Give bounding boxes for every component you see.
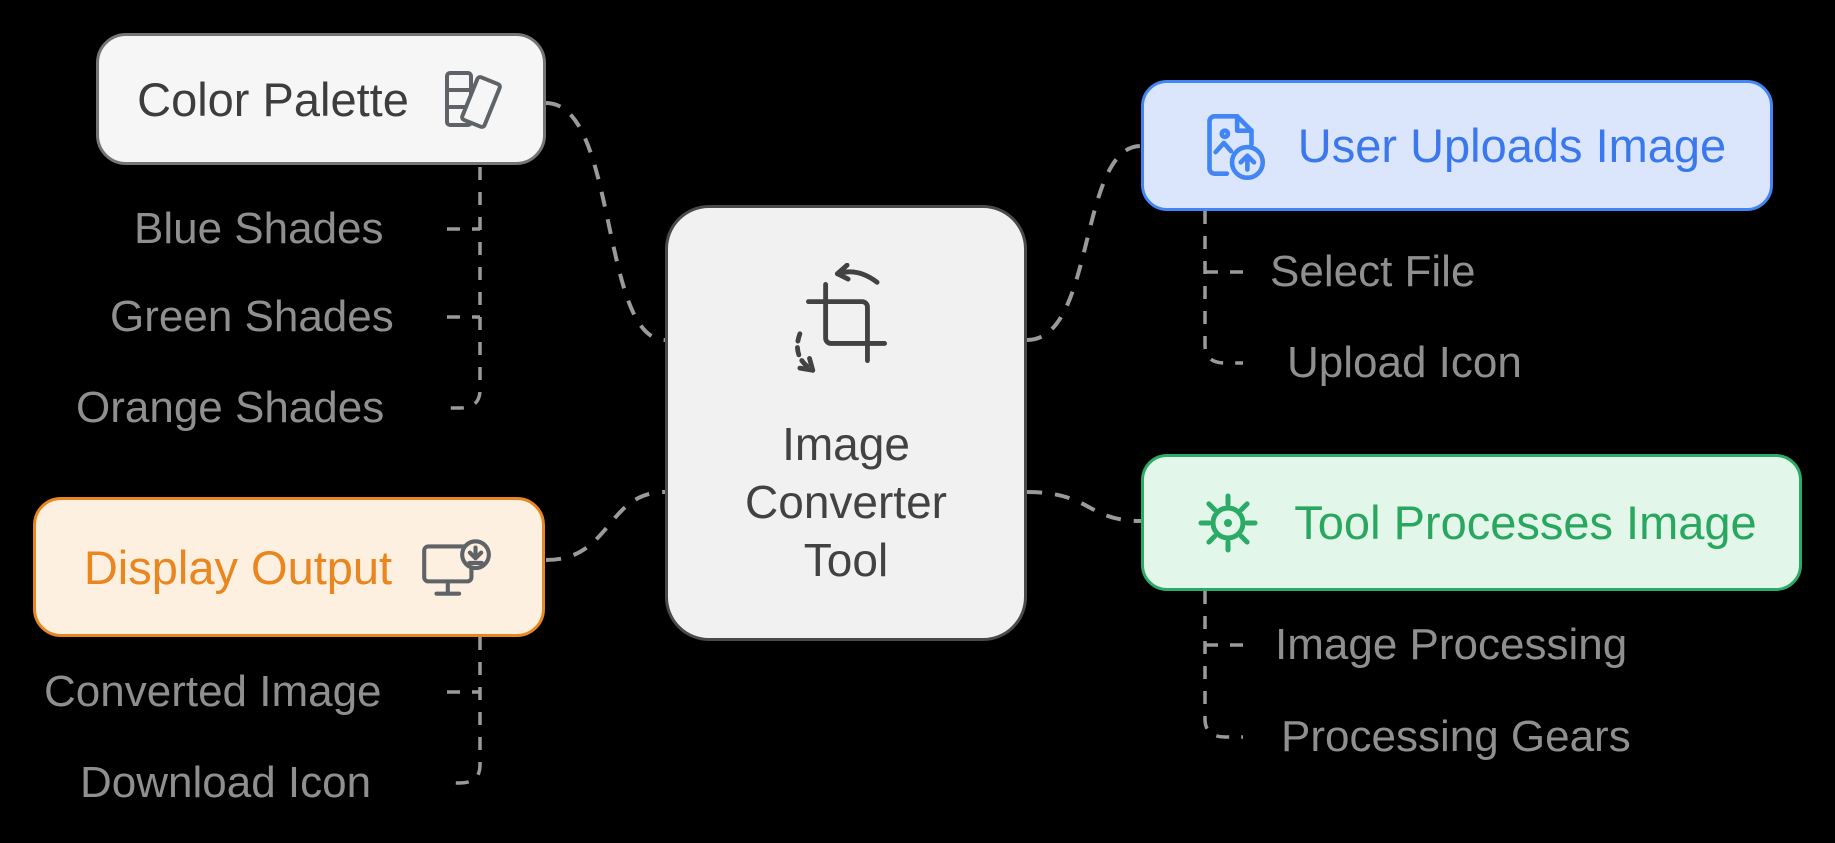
subitem-green-shades[interactable]: Green Shades bbox=[110, 292, 394, 341]
crop-rotate-icon bbox=[787, 263, 905, 381]
trunk-tool-processes bbox=[1203, 591, 1243, 739]
subitem-blue-shades[interactable]: Blue Shades bbox=[134, 204, 384, 253]
image-upload-icon bbox=[1188, 103, 1274, 189]
connector-palette-center bbox=[545, 101, 666, 342]
node-image-converter-tool-label: Image Converter Tool bbox=[745, 415, 947, 589]
node-image-converter-tool[interactable]: Image Converter Tool bbox=[665, 205, 1027, 641]
trunk-color-palette bbox=[444, 167, 482, 410]
gear-icon bbox=[1186, 481, 1270, 565]
connector-output-center bbox=[545, 490, 666, 562]
central-label-line-3: Tool bbox=[803, 534, 889, 586]
subitem-orange-shades[interactable]: Orange Shades bbox=[76, 383, 385, 432]
central-label-line-2: Converter bbox=[745, 476, 947, 528]
central-label-line-1: Image bbox=[782, 418, 910, 470]
node-user-uploads-image[interactable]: User Uploads Image bbox=[1141, 80, 1773, 211]
subitem-download-icon[interactable]: Download Icon bbox=[80, 758, 372, 807]
node-tool-processes-image[interactable]: Tool Processes Image bbox=[1141, 454, 1802, 591]
subitem-image-processing[interactable]: Image Processing bbox=[1275, 620, 1628, 669]
monitor-download-icon bbox=[416, 528, 494, 606]
node-display-output-label: Display Output bbox=[83, 540, 393, 594]
trunk-user-uploads bbox=[1203, 211, 1243, 365]
subitem-upload-icon[interactable]: Upload Icon bbox=[1287, 338, 1522, 387]
palette-icon bbox=[433, 63, 505, 135]
trunk-display-output bbox=[444, 637, 482, 785]
node-display-output[interactable]: Display Output bbox=[33, 497, 545, 637]
subitem-select-file[interactable]: Select File bbox=[1270, 247, 1476, 296]
connector-center-uploads bbox=[1026, 144, 1142, 342]
node-user-uploads-image-label: User Uploads Image bbox=[1297, 119, 1727, 172]
subitem-converted-image[interactable]: Converted Image bbox=[44, 667, 382, 716]
node-tool-processes-image-label: Tool Processes Image bbox=[1294, 496, 1757, 549]
connector-center-processes bbox=[1026, 490, 1142, 523]
subitem-processing-gears[interactable]: Processing Gears bbox=[1281, 712, 1631, 761]
node-color-palette[interactable]: Color Palette bbox=[96, 33, 546, 165]
node-color-palette-label: Color Palette bbox=[137, 72, 409, 126]
